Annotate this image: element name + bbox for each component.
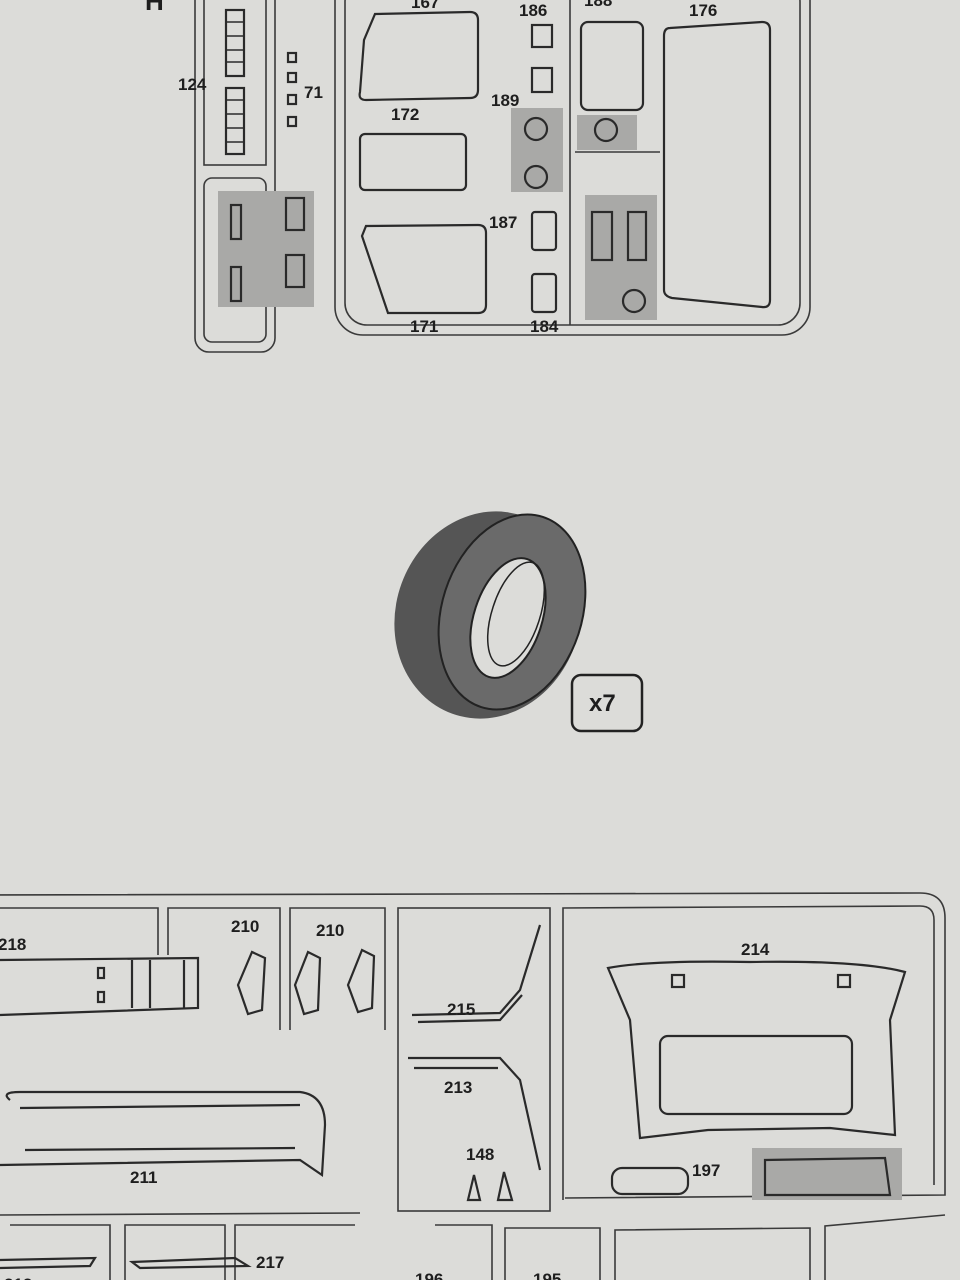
part-label-213: 213: [444, 1078, 472, 1097]
part-label-218: 218: [0, 935, 26, 954]
part-label-171: 171: [410, 317, 438, 336]
part-label-215: 215: [447, 1000, 475, 1019]
part-label-167: 167: [411, 0, 439, 12]
part-label-210-b: 210: [316, 921, 344, 940]
part-label-189: 189: [491, 91, 519, 110]
part-label-188: 188: [584, 0, 612, 10]
quantity-badge: [570, 673, 644, 733]
part-label-214: 214: [741, 940, 770, 959]
part-label-210-a: 210: [231, 917, 259, 936]
part-label-172: 172: [391, 105, 419, 124]
tire-quantity: x7: [589, 690, 616, 717]
part-label-212: 212: [4, 1275, 32, 1280]
part-label-71: 71: [304, 83, 323, 102]
part-label-195: 195: [533, 1270, 561, 1280]
part-label-197: 197: [692, 1161, 720, 1180]
part-label-196: 196: [415, 1270, 443, 1280]
part-label-148: 148: [466, 1145, 494, 1164]
part-label-124: 124: [178, 75, 207, 94]
part-label-184: 184: [530, 317, 559, 336]
sprue-letter: H: [145, 0, 164, 16]
part-label-217: 217: [256, 1253, 284, 1272]
top-sprue: H 167 18: [145, 0, 811, 353]
bottom-sprue: 218 210 210 214 215 213 148 211 197 217 …: [0, 892, 946, 1280]
tire-illustration: x7: [394, 511, 644, 733]
part-label-187: 187: [489, 213, 517, 232]
part-label-186: 186: [519, 1, 547, 20]
part-label-211: 211: [130, 1168, 157, 1187]
part-label-176: 176: [689, 1, 717, 20]
